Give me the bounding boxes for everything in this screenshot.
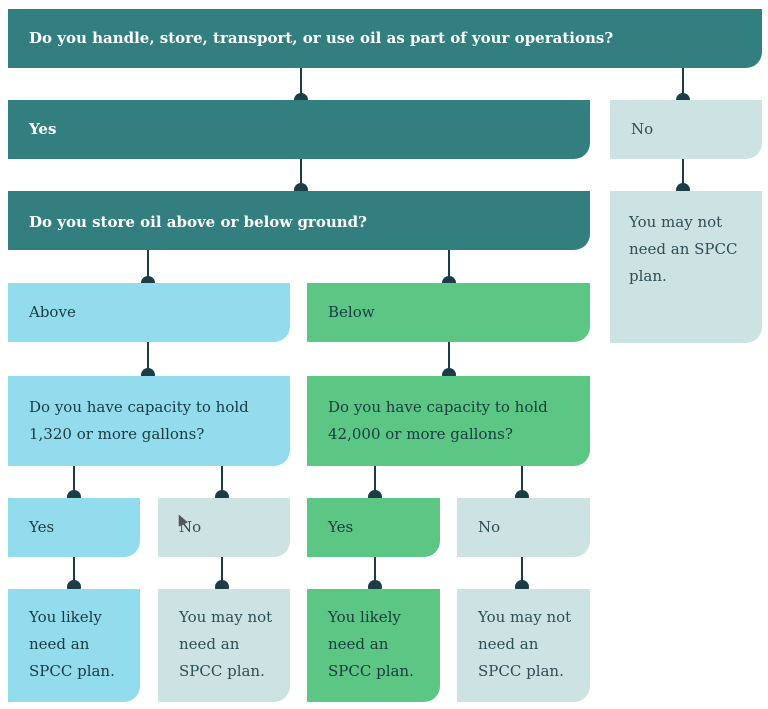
answer-no-text: No (631, 120, 654, 138)
answer-yes-box: Yes (8, 100, 590, 159)
above-no-result-box: You may not need an SPCC plan. (158, 589, 290, 702)
below-no-text: No (478, 518, 501, 536)
above-yes-result-text: You likely need an SPCC plan. (29, 608, 115, 680)
connector (300, 68, 302, 100)
above-no-result-text: You may not need an SPCC plan. (179, 608, 273, 680)
connector (147, 250, 149, 283)
above-yes-text: Yes (29, 518, 55, 536)
below-capacity-question-text: Do you have capacity to hold 42,000 or m… (328, 398, 548, 443)
connector (147, 342, 149, 376)
connector (73, 557, 75, 589)
answer-yes-text: Yes (29, 120, 57, 138)
below-no-result-box: You may not need an SPCC plan. (457, 589, 590, 702)
connector (682, 159, 684, 191)
below-box: Below (307, 283, 590, 342)
above-capacity-question-text: Do you have capacity to hold 1,320 or mo… (29, 398, 249, 443)
connector (221, 466, 223, 498)
connector (221, 557, 223, 589)
below-no-result-text: You may not need an SPCC plan. (478, 608, 572, 680)
below-yes-result-box: You likely need an SPCC plan. (307, 589, 440, 702)
no-result-text: You may not need an SPCC plan. (629, 213, 738, 285)
below-no-box: No (457, 498, 590, 557)
below-capacity-question-box: Do you have capacity to hold 42,000 or m… (307, 376, 590, 466)
connector (374, 466, 376, 498)
answer-no-box: No (610, 100, 762, 159)
above-text: Above (29, 303, 76, 321)
connector (73, 466, 75, 498)
connector (448, 250, 450, 283)
above-no-box: No (158, 498, 290, 557)
above-box: Above (8, 283, 290, 342)
question-above-below-text: Do you store oil above or below ground? (29, 213, 367, 231)
connector (300, 159, 302, 191)
question-handle-oil-box: Do you handle, store, transport, or use … (8, 9, 762, 68)
connector (448, 342, 450, 376)
connector (521, 466, 523, 498)
no-result-box: You may not need an SPCC plan. (610, 191, 762, 343)
below-yes-box: Yes (307, 498, 440, 557)
question-above-below-box: Do you store oil above or below ground? (8, 191, 590, 250)
above-no-text: No (179, 518, 202, 536)
above-yes-box: Yes (8, 498, 140, 557)
below-yes-result-text: You likely need an SPCC plan. (328, 608, 414, 680)
below-yes-text: Yes (328, 518, 354, 536)
connector (521, 557, 523, 589)
above-yes-result-box: You likely need an SPCC plan. (8, 589, 140, 702)
above-capacity-question-box: Do you have capacity to hold 1,320 or mo… (8, 376, 290, 466)
below-text: Below (328, 303, 375, 321)
question-handle-oil-text: Do you handle, store, transport, or use … (29, 29, 614, 47)
connector (374, 557, 376, 589)
connector (682, 68, 684, 100)
